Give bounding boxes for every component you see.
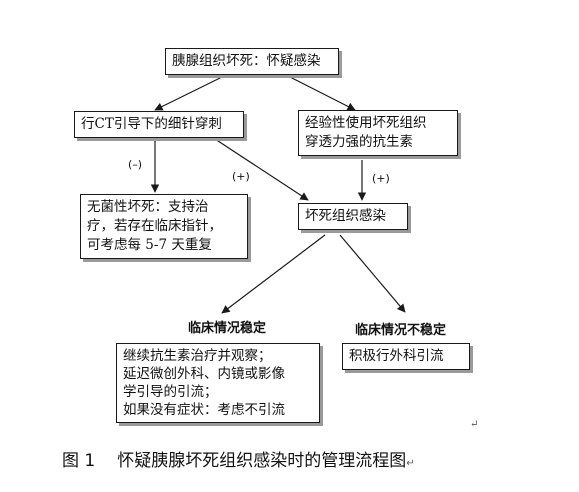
arrow-infected-to-unstable — [339, 234, 406, 313]
label-positive-fna: (+) — [232, 170, 250, 183]
arrow-root-to-fna — [154, 76, 223, 111]
arrow-root-to-empiric — [289, 76, 356, 111]
node-line: 学引导的引流； — [123, 384, 218, 400]
node-line: 继续抗生素治疗并观察； — [123, 348, 272, 364]
node-infected-necrosis: 坏死组织感染 — [298, 203, 408, 230]
label-negative: (–) — [128, 158, 143, 171]
return-mark: ↵ — [470, 419, 479, 430]
node-line: 延迟微创外科、内镜或影像 — [123, 366, 285, 382]
node-line: 如果没有症状：考虑不引流 — [123, 402, 285, 418]
node-empiric-antibiotics: 经验性使用坏死组织 穿透力强的抗生素 — [298, 110, 458, 156]
node-sterile-necrosis: 无菌性坏死：支持治 疗，若存在临床指针， 可考虑每 5-7 天重复 — [80, 194, 248, 259]
node-line: 经验性使用坏死组织 — [305, 115, 427, 131]
node-line: 行CT引导下的细针穿刺 — [81, 116, 222, 132]
node-suspected-infection: 胰腺组织坏死：怀疑感染 — [165, 48, 339, 75]
node-line: 胰腺组织坏死：怀疑感染 — [172, 53, 321, 69]
label-clinically-stable: 临床情况稳定 — [188, 321, 267, 336]
node-line: 坏死组织感染 — [305, 208, 386, 224]
figure-title: 怀疑胰腺坏死组织感染时的管理流程图 — [117, 451, 407, 471]
node-ct-guided-fna: 行CT引导下的细针穿刺 — [74, 111, 244, 138]
node-line: 可考虑每 5-7 天重复 — [87, 237, 212, 253]
node-line: 穿透力强的抗生素 — [305, 134, 413, 150]
node-line: 积极行外科引流 — [349, 348, 444, 364]
return-mark: ↵ — [406, 458, 415, 469]
node-surgical-drainage: 积极行外科引流 — [342, 343, 470, 370]
arrow-infected-to-stable — [221, 234, 326, 314]
figure-number: 图 1 — [62, 451, 96, 471]
label-positive-empiric: (+) — [372, 172, 390, 185]
node-stable-management: 继续抗生素治疗并观察； 延迟微创外科、内镜或影像 学引导的引流； 如果没有症状：… — [116, 343, 320, 423]
label-clinically-unstable: 临床情况不稳定 — [355, 323, 447, 338]
node-line: 疗，若存在临床指针， — [87, 218, 222, 234]
figure-caption: 图 1 怀疑胰腺坏死组织感染时的管理流程图↵ — [62, 450, 415, 475]
node-line: 无菌性坏死：支持治 — [87, 199, 209, 215]
arrow-fna-to-infected — [214, 138, 309, 201]
